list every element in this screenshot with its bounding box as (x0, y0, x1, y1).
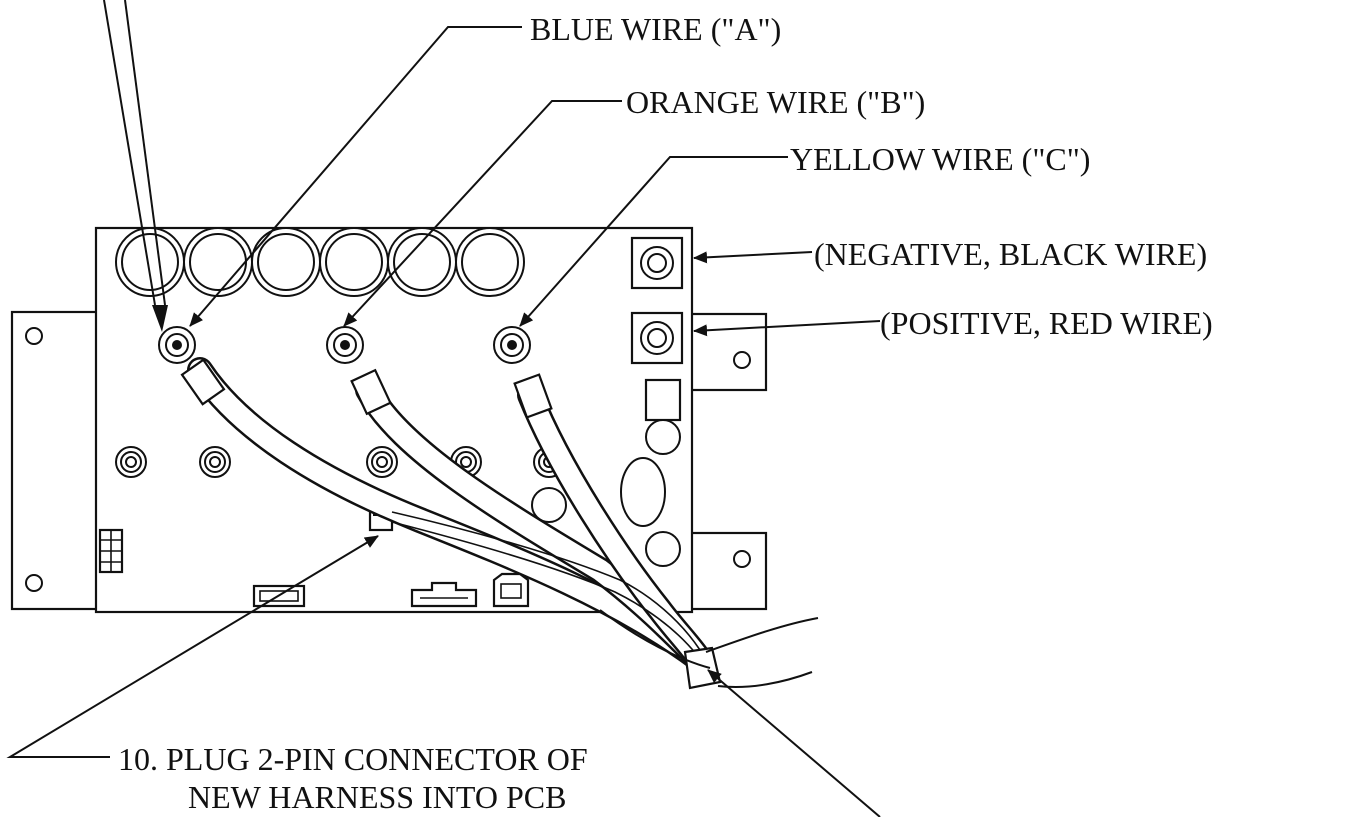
oval-component (620, 457, 666, 527)
capacitor (319, 227, 389, 297)
standoff-screw (115, 446, 147, 478)
right-mounting-tab-lower (688, 531, 768, 611)
negative-leader (693, 251, 813, 264)
orange-wire-label: ORANGE WIRE ("B") (626, 84, 925, 120)
negative-label: (NEGATIVE, BLACK WIRE) (814, 236, 1207, 272)
mounting-hole (25, 574, 43, 592)
step-instruction-line2: NEW HARNESS INTO PCB (188, 779, 566, 815)
screwdriver (103, 0, 168, 332)
capacitor (251, 227, 321, 297)
mounting-hole (733, 550, 751, 568)
positive-label: (POSITIVE, RED WIRE) (880, 305, 1213, 341)
capacitor (455, 227, 525, 297)
ring-terminal-a (158, 326, 226, 406)
ring-terminal-c (493, 326, 553, 419)
orange-wire-leader (343, 100, 622, 327)
power-cable (705, 617, 819, 653)
standoff-screw (366, 446, 398, 478)
edge-connector-middle (410, 581, 478, 608)
positive-leader (693, 320, 881, 337)
standoff-screw (199, 446, 231, 478)
two-pin-pigtail (391, 511, 701, 651)
wire-harness (187, 357, 819, 690)
ring-terminal-b (326, 326, 392, 416)
capacitor-small (531, 487, 567, 523)
capacitor-small (645, 531, 681, 567)
blue-wire-leader (189, 26, 522, 327)
step-instruction-line1: 10. PLUG 2-PIN CONNECTOR OF (118, 741, 588, 777)
pin-header (98, 528, 124, 574)
harness-sleeve (683, 646, 722, 690)
blue-wire-label: BLUE WIRE ("A") (530, 11, 781, 47)
mounting-hole (25, 327, 43, 345)
capacitor (387, 227, 457, 297)
yellow-wire-leader (519, 156, 788, 327)
negative-terminal (630, 236, 684, 290)
capacitor-row (115, 227, 525, 297)
harness-leader (707, 669, 881, 817)
capacitor (183, 227, 253, 297)
capacitor (115, 227, 185, 297)
fuse-block (644, 378, 682, 422)
edge-connector-right (492, 572, 530, 608)
leader-lines (6, 26, 881, 817)
capacitor-small (645, 419, 681, 455)
mounting-hole (733, 351, 751, 369)
right-mounting-tab-upper (688, 312, 768, 392)
positive-terminal (630, 311, 684, 365)
yellow-wire-label: YELLOW WIRE ("C") (790, 141, 1090, 177)
left-mounting-bracket (10, 310, 100, 611)
two-pin-leader (6, 535, 379, 758)
